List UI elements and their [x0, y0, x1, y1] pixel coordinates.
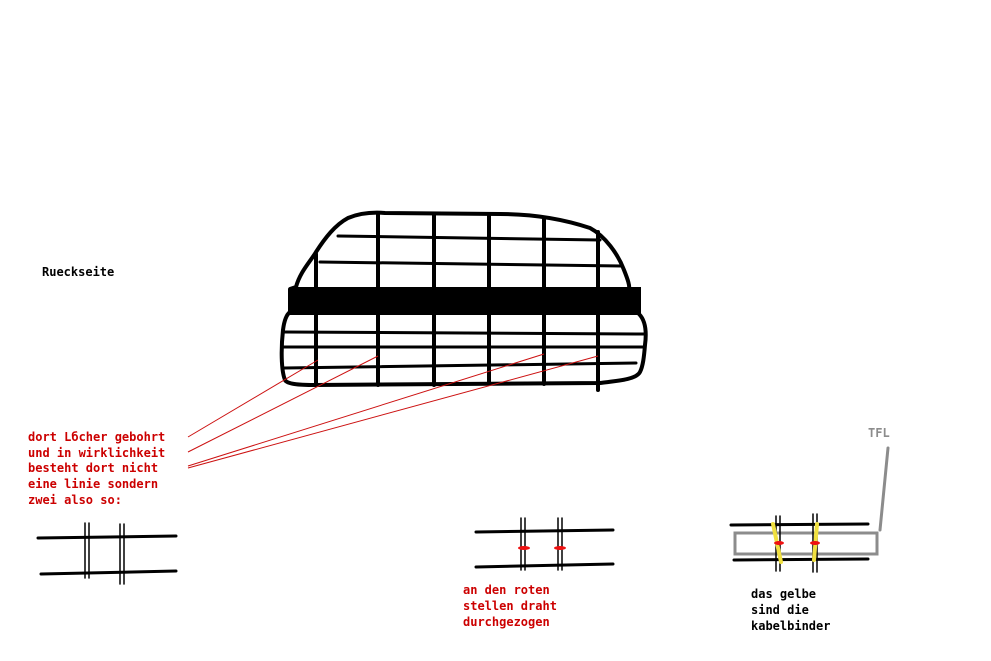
h-line-5 [282, 361, 638, 370]
grid-object [279, 210, 648, 392]
detail-rail [474, 562, 615, 569]
holes-note-line: dort Lбcher gebohrt [28, 430, 165, 444]
yellow-note-line: kabelbinder [751, 619, 830, 633]
h-line-2 [318, 260, 624, 268]
tfl-bar [733, 531, 879, 556]
pointer-line [187, 355, 379, 453]
tfl-label: TFL [868, 426, 890, 440]
holes-note-line: und in wirklichkeit [28, 446, 165, 460]
detail-red-wire [474, 517, 615, 571]
holes-note-line: eine linie sondern [28, 477, 158, 491]
pointer-line [187, 355, 599, 469]
detail-double-lines [36, 522, 178, 585]
detail-rail [39, 569, 178, 576]
h-line-3 [282, 330, 648, 336]
red-wire-mark [810, 541, 820, 545]
yellow-note-line: sind die [751, 603, 809, 617]
red-wire-mark [554, 546, 566, 550]
holes-note-line: besteht dort nicht [28, 461, 158, 475]
black-band [290, 287, 641, 315]
red-note: an den roten stellen draht durchgezogen [463, 583, 557, 629]
detail-cable-ties [729, 446, 890, 573]
tfl-lead-line [878, 446, 890, 532]
red-note-line: an den roten [463, 583, 550, 597]
red-wire-mark [774, 541, 784, 545]
holes-note: dort Lбcher gebohrt und in wirklichkeit … [28, 430, 165, 507]
pointer-lines [187, 353, 599, 469]
h-line-1 [336, 234, 602, 242]
detail-rail [732, 557, 870, 562]
red-note-line: durchgezogen [463, 615, 550, 629]
pointer-line [187, 353, 545, 467]
yellow-note-line: das gelbe [751, 587, 816, 601]
red-wire-mark [518, 546, 530, 550]
detail-rail [729, 522, 870, 527]
yellow-note: das gelbe sind die kabelbinder [751, 587, 830, 633]
detail-rail [36, 534, 178, 540]
detail-rail [474, 528, 615, 534]
rueckseite-label: Rueckseite [42, 265, 114, 279]
pointer-line [187, 359, 319, 438]
red-note-line: stellen draht [463, 599, 557, 613]
holes-note-line: zwei also so: [28, 493, 122, 507]
